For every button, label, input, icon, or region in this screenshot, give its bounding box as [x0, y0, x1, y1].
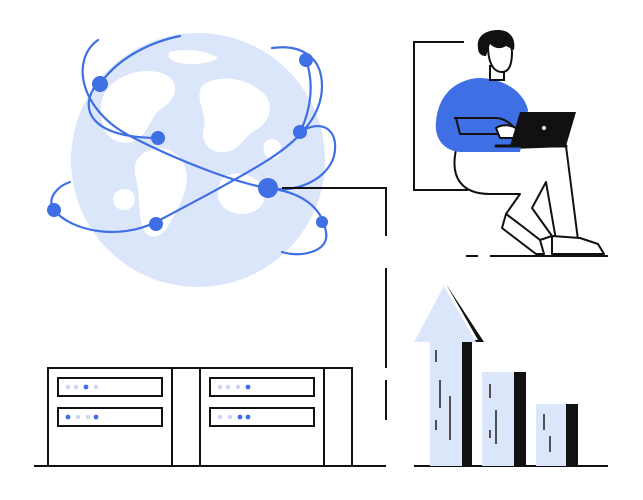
middle-bar	[482, 372, 526, 466]
orbit-1	[81, 38, 328, 256]
drive-bay	[57, 377, 163, 397]
server-rack-icon	[34, 367, 386, 467]
connector-lines	[282, 187, 387, 420]
node-2	[151, 131, 165, 145]
globe-continents	[100, 50, 282, 237]
node-1	[92, 76, 108, 92]
globe-nodes	[47, 53, 328, 231]
person-hair	[477, 30, 515, 56]
node-7	[149, 217, 163, 231]
node-4	[293, 125, 307, 139]
chair-frame	[413, 41, 468, 191]
short-bar	[536, 404, 578, 466]
globe-network-icon	[47, 33, 337, 287]
node-3	[299, 53, 313, 67]
drive-bay	[209, 377, 315, 397]
orbit-5	[87, 80, 160, 140]
person-legs	[453, 145, 579, 241]
laptop-logo	[542, 126, 546, 130]
orbit-3	[98, 34, 182, 86]
growth-bars-icon	[414, 284, 608, 467]
shoe-left	[501, 213, 545, 255]
node-8	[316, 216, 328, 228]
drive-bay	[209, 407, 315, 427]
status-leds	[65, 384, 251, 420]
arrow-bar	[414, 284, 484, 466]
node-5	[258, 178, 278, 198]
person-with-laptop-icon	[413, 30, 608, 257]
server-frame	[171, 367, 353, 466]
drive-bay	[57, 407, 163, 427]
globe-sphere	[71, 33, 325, 287]
node-6	[47, 203, 61, 217]
shoe-right	[551, 235, 605, 255]
